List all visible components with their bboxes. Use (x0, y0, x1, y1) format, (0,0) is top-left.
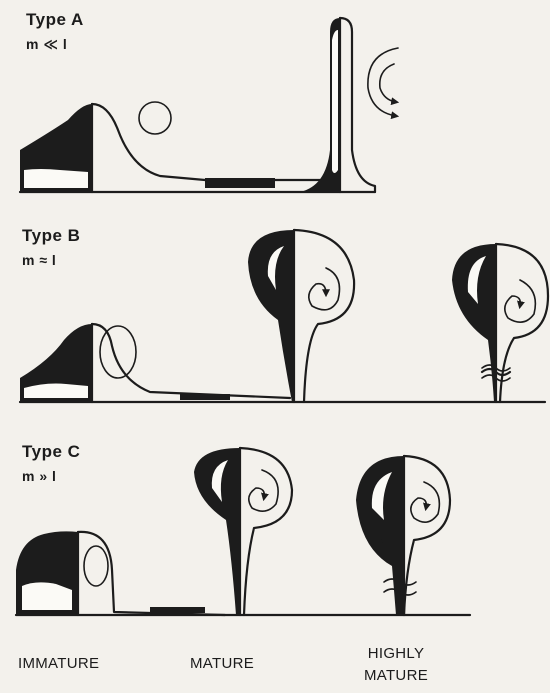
type-c-eddy-icon (84, 546, 108, 586)
type-c-title: Type C (22, 442, 80, 462)
stage-label-mature: MATURE (190, 655, 254, 672)
type-a-eddy-icon (139, 102, 171, 134)
type-a-title: Type A (26, 10, 84, 30)
question-mark: ? (378, 532, 386, 547)
type-a-diagram (20, 18, 398, 192)
stage-label-immature: IMMATURE (18, 655, 99, 672)
type-a-ratio: m ≪ l (26, 36, 67, 53)
type-a-recirculation-arrows (368, 48, 398, 116)
type-c-diagram (16, 448, 470, 615)
type-b-diagram (20, 230, 548, 402)
type-c-ratio: m » l (22, 468, 56, 484)
type-b-eddy-icon (100, 326, 136, 378)
type-b-title: Type B (22, 226, 80, 246)
stage-label-highly: HIGHLY (358, 645, 434, 662)
stage-label-highly-mature: MATURE (354, 667, 438, 684)
type-b-mature-mushroom (248, 230, 294, 402)
type-b-ratio: m ≈ l (22, 252, 56, 268)
